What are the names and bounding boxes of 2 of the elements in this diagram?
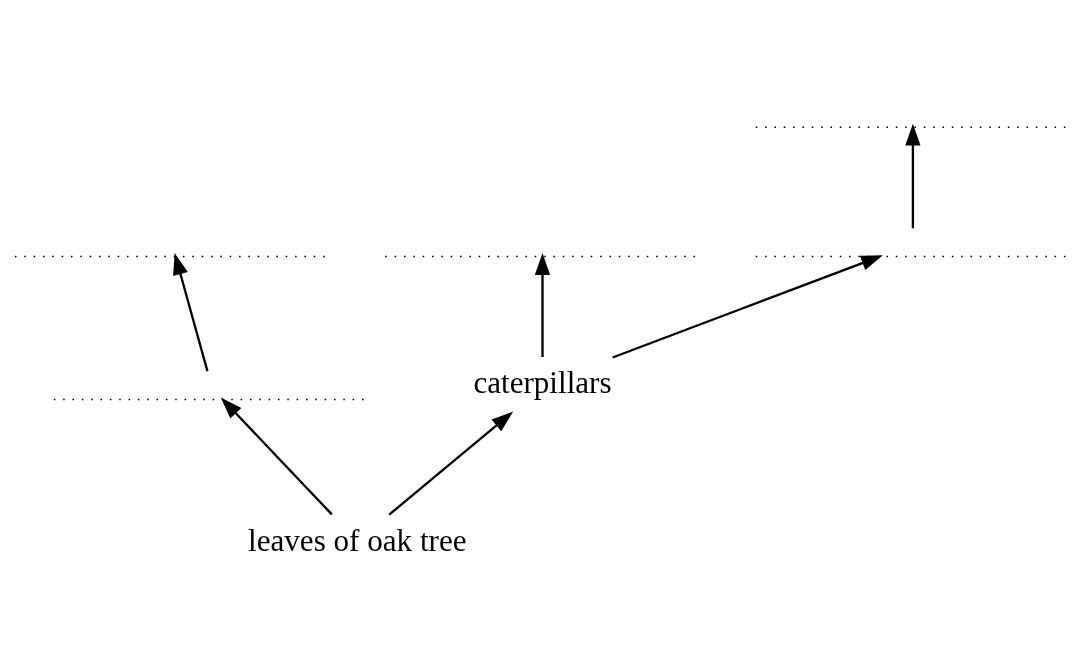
node-text: leaves of oak tree xyxy=(248,522,467,558)
node-text: caterpillars xyxy=(473,365,612,401)
